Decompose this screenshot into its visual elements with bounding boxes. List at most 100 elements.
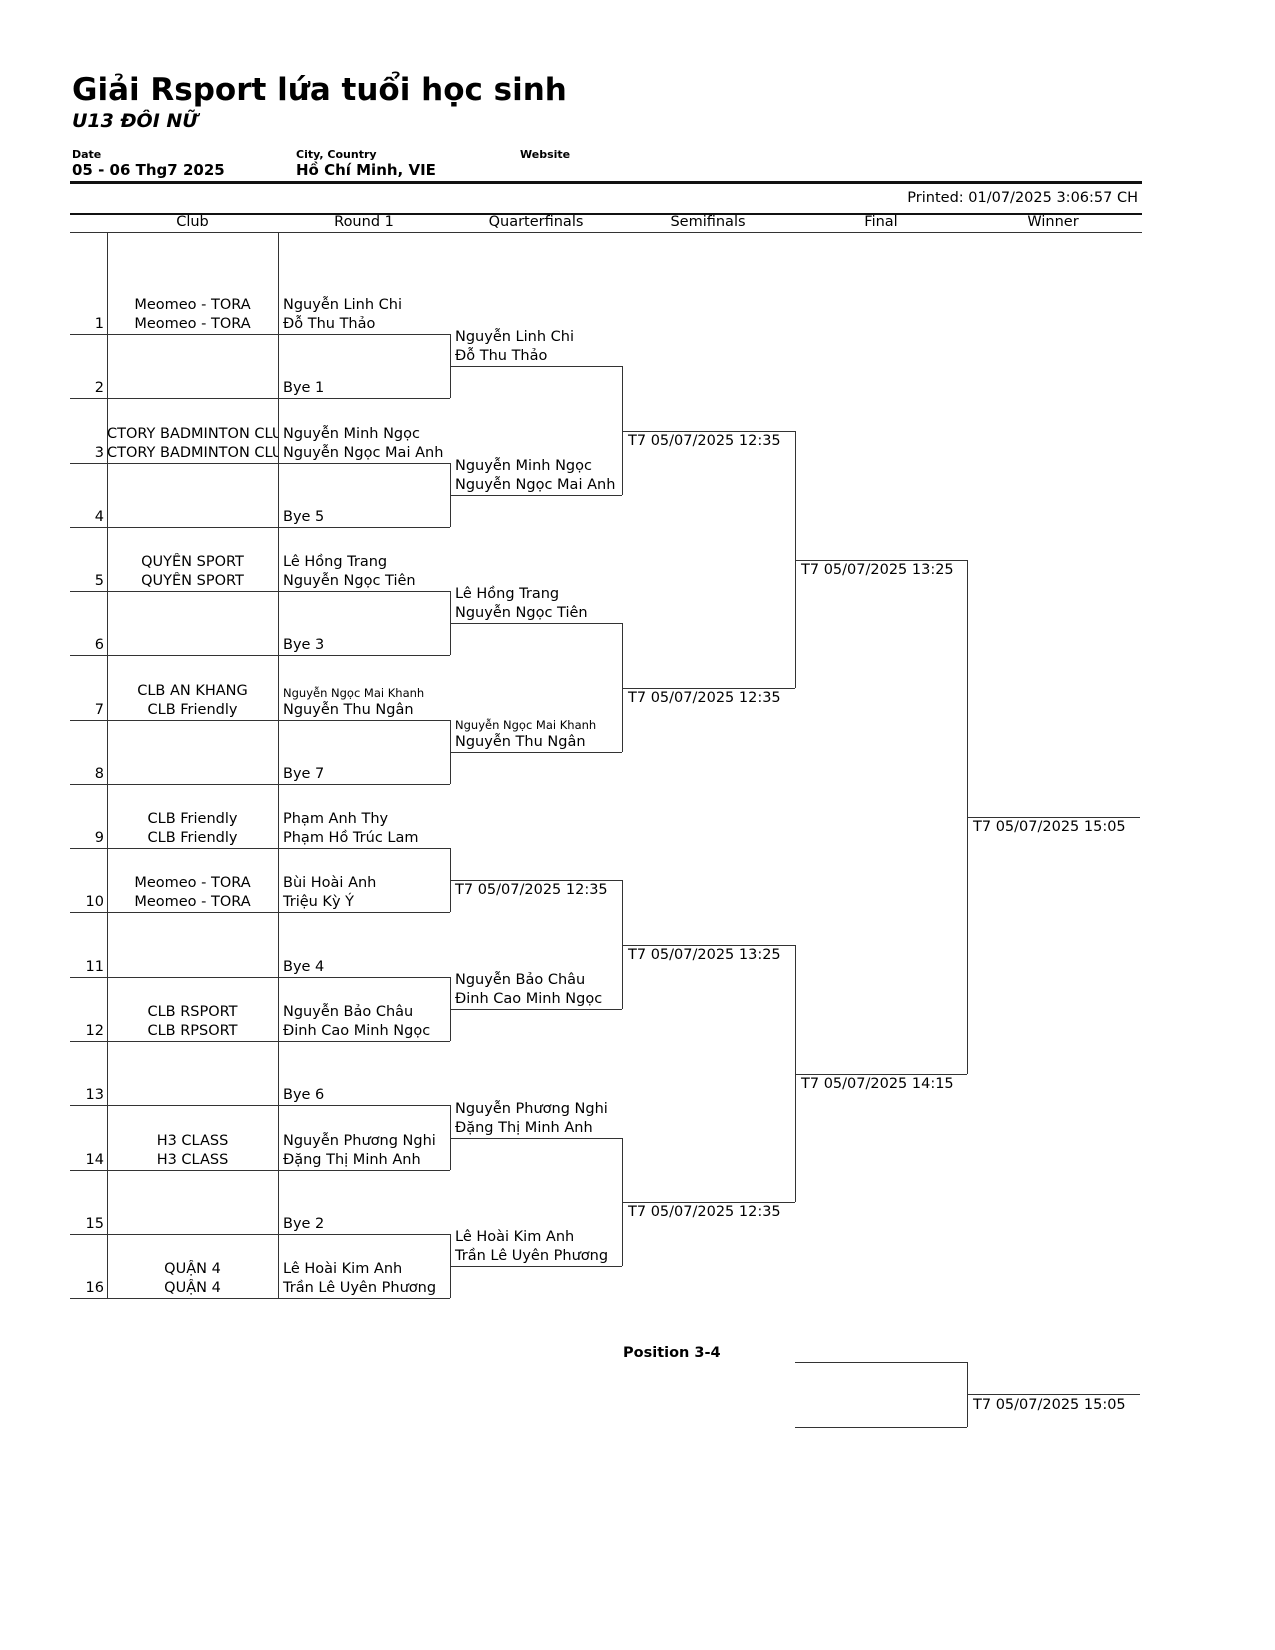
column-header-round-1: Round 1 [334, 214, 394, 230]
column-header-winner: Winner [1027, 214, 1079, 230]
draw-position-number: 12 [85, 1023, 104, 1039]
player-name: Nguyễn Ngọc Mai Khanh [283, 686, 425, 700]
draw-row-line [70, 334, 450, 335]
player-name: Nguyễn Bảo Châu [283, 1004, 414, 1020]
column-header-divider [70, 232, 1142, 233]
draw-position-number: 10 [85, 894, 104, 910]
draw-row-line [70, 1234, 450, 1235]
match-time: T7 05/07/2025 13:25 [801, 562, 954, 578]
quarterfinal-line [450, 1009, 622, 1010]
draw-row-line [70, 1170, 450, 1171]
player-name: Triệu Kỳ Ý [283, 894, 354, 910]
draw-row-line [70, 1105, 450, 1106]
quarterfinal-player: Lê Hoài Kim Anh [455, 1229, 575, 1245]
player-name: Bye 6 [283, 1087, 325, 1103]
city-label: City, Country [296, 148, 377, 161]
winner-line [967, 817, 1140, 818]
quarterfinal-player: Nguyễn Ngọc Tiên [455, 605, 588, 621]
quarterfinal-line [450, 1266, 622, 1267]
player-name: Phạm Hồ Trúc Lam [283, 830, 419, 846]
final-line [795, 560, 967, 561]
semifinal-line [622, 945, 795, 946]
draw-row-line [70, 655, 450, 656]
player-name: Bye 2 [283, 1216, 325, 1232]
draw-row-line [70, 591, 450, 592]
club-name: CTORY BADMINTON CLU [107, 445, 278, 461]
date-value: 05 - 06 Thg7 2025 [72, 161, 225, 179]
bracket-line [622, 880, 623, 1009]
quarterfinal-line [450, 752, 622, 753]
quarterfinal-line [450, 623, 622, 624]
third-place-line [795, 1427, 967, 1428]
club-name: Meomeo - TORA [134, 297, 251, 313]
round1-column-divider [278, 233, 279, 1299]
draw-row-line [70, 1298, 450, 1299]
draw-row-line [70, 977, 450, 978]
match-time: T7 05/07/2025 14:15 [801, 1076, 954, 1092]
position-3-4-label: Position 3-4 [623, 1345, 721, 1361]
draw-position-number: 14 [85, 1152, 104, 1168]
draw-position-number: 16 [85, 1280, 104, 1296]
draw-position-number: 9 [94, 830, 104, 846]
match-time: T7 05/07/2025 15:05 [973, 819, 1126, 835]
table-top-divider [70, 213, 1142, 215]
player-name: Bye 7 [283, 766, 325, 782]
club-name: Meomeo - TORA [134, 894, 251, 910]
draw-position-number: 11 [85, 959, 104, 975]
club-name: Meomeo - TORA [134, 316, 251, 332]
match-time: T7 05/07/2025 12:35 [628, 433, 781, 449]
player-name: Lê Hồng Trang [283, 554, 388, 570]
semifinal-line [622, 1202, 795, 1203]
website-label: Website [520, 148, 571, 161]
tournament-title: Giải Rsport lứa tuổi học sinh [72, 72, 567, 108]
match-time: T7 05/07/2025 15:05 [973, 1397, 1126, 1413]
column-header-club: Club [176, 214, 209, 230]
player-name: Lê Hoài Kim Anh [283, 1261, 403, 1277]
player-name: Đinh Cao Minh Ngọc [283, 1023, 431, 1039]
player-name: Đỗ Thu Thảo [283, 316, 376, 332]
quarterfinal-player: Nguyễn Bảo Châu [455, 972, 586, 988]
quarterfinal-player: Đỗ Thu Thảo [455, 348, 548, 364]
draw-position-number: 3 [94, 445, 104, 461]
quarterfinal-line [450, 1138, 622, 1139]
club-name: H3 CLASS [156, 1152, 229, 1168]
semifinal-line [622, 431, 795, 432]
player-name: Nguyễn Ngọc Mai Anh [283, 445, 444, 461]
bracket-line [622, 623, 623, 752]
player-name: Bye 5 [283, 509, 325, 525]
quarterfinal-player: Đặng Thị Minh Anh [455, 1120, 593, 1136]
quarterfinal-player: Nguyễn Linh Chi [455, 329, 574, 345]
draw-row-line [70, 848, 450, 849]
draw-row-line [70, 398, 450, 399]
player-name: Nguyễn Ngọc Tiên [283, 573, 416, 589]
match-time: T7 05/07/2025 13:25 [628, 947, 781, 963]
player-name: Đặng Thị Minh Anh [283, 1152, 421, 1168]
match-time: T7 05/07/2025 12:35 [455, 882, 608, 898]
draw-row-line [70, 720, 450, 721]
quarterfinal-player: Lê Hồng Trang [455, 586, 560, 602]
bracket-line [795, 431, 796, 688]
semifinal-line [622, 688, 795, 689]
draw-position-number: 5 [94, 573, 104, 589]
player-name: Bye 4 [283, 959, 325, 975]
column-header-semifinals: Semifinals [670, 214, 746, 230]
player-name: Bye 1 [283, 380, 325, 396]
quarterfinal-player: Nguyễn Ngọc Mai Anh [455, 477, 616, 493]
draw-row-line [70, 463, 450, 464]
column-header-quarterfinals: Quarterfinals [488, 214, 584, 230]
club-name: CLB Friendly [147, 830, 238, 846]
header-divider [70, 181, 1142, 184]
club-name: CTORY BADMINTON CLU [107, 426, 278, 442]
club-name: CLB RSPORT [147, 1004, 238, 1020]
bracket-line [450, 1105, 451, 1170]
club-name: CLB Friendly [147, 811, 238, 827]
quarterfinal-line [450, 880, 622, 881]
player-name: Nguyễn Phương Nghi [283, 1133, 436, 1149]
quarterfinal-player: Đinh Cao Minh Ngọc [455, 991, 603, 1007]
draw-row-line [70, 527, 450, 528]
club-name: CLB AN KHANG [137, 683, 248, 699]
player-name: Trần Lê Uyên Phương [283, 1280, 437, 1296]
club-name: Meomeo - TORA [134, 875, 251, 891]
event-subtitle: U13 ĐÔI NỮ [72, 110, 198, 132]
